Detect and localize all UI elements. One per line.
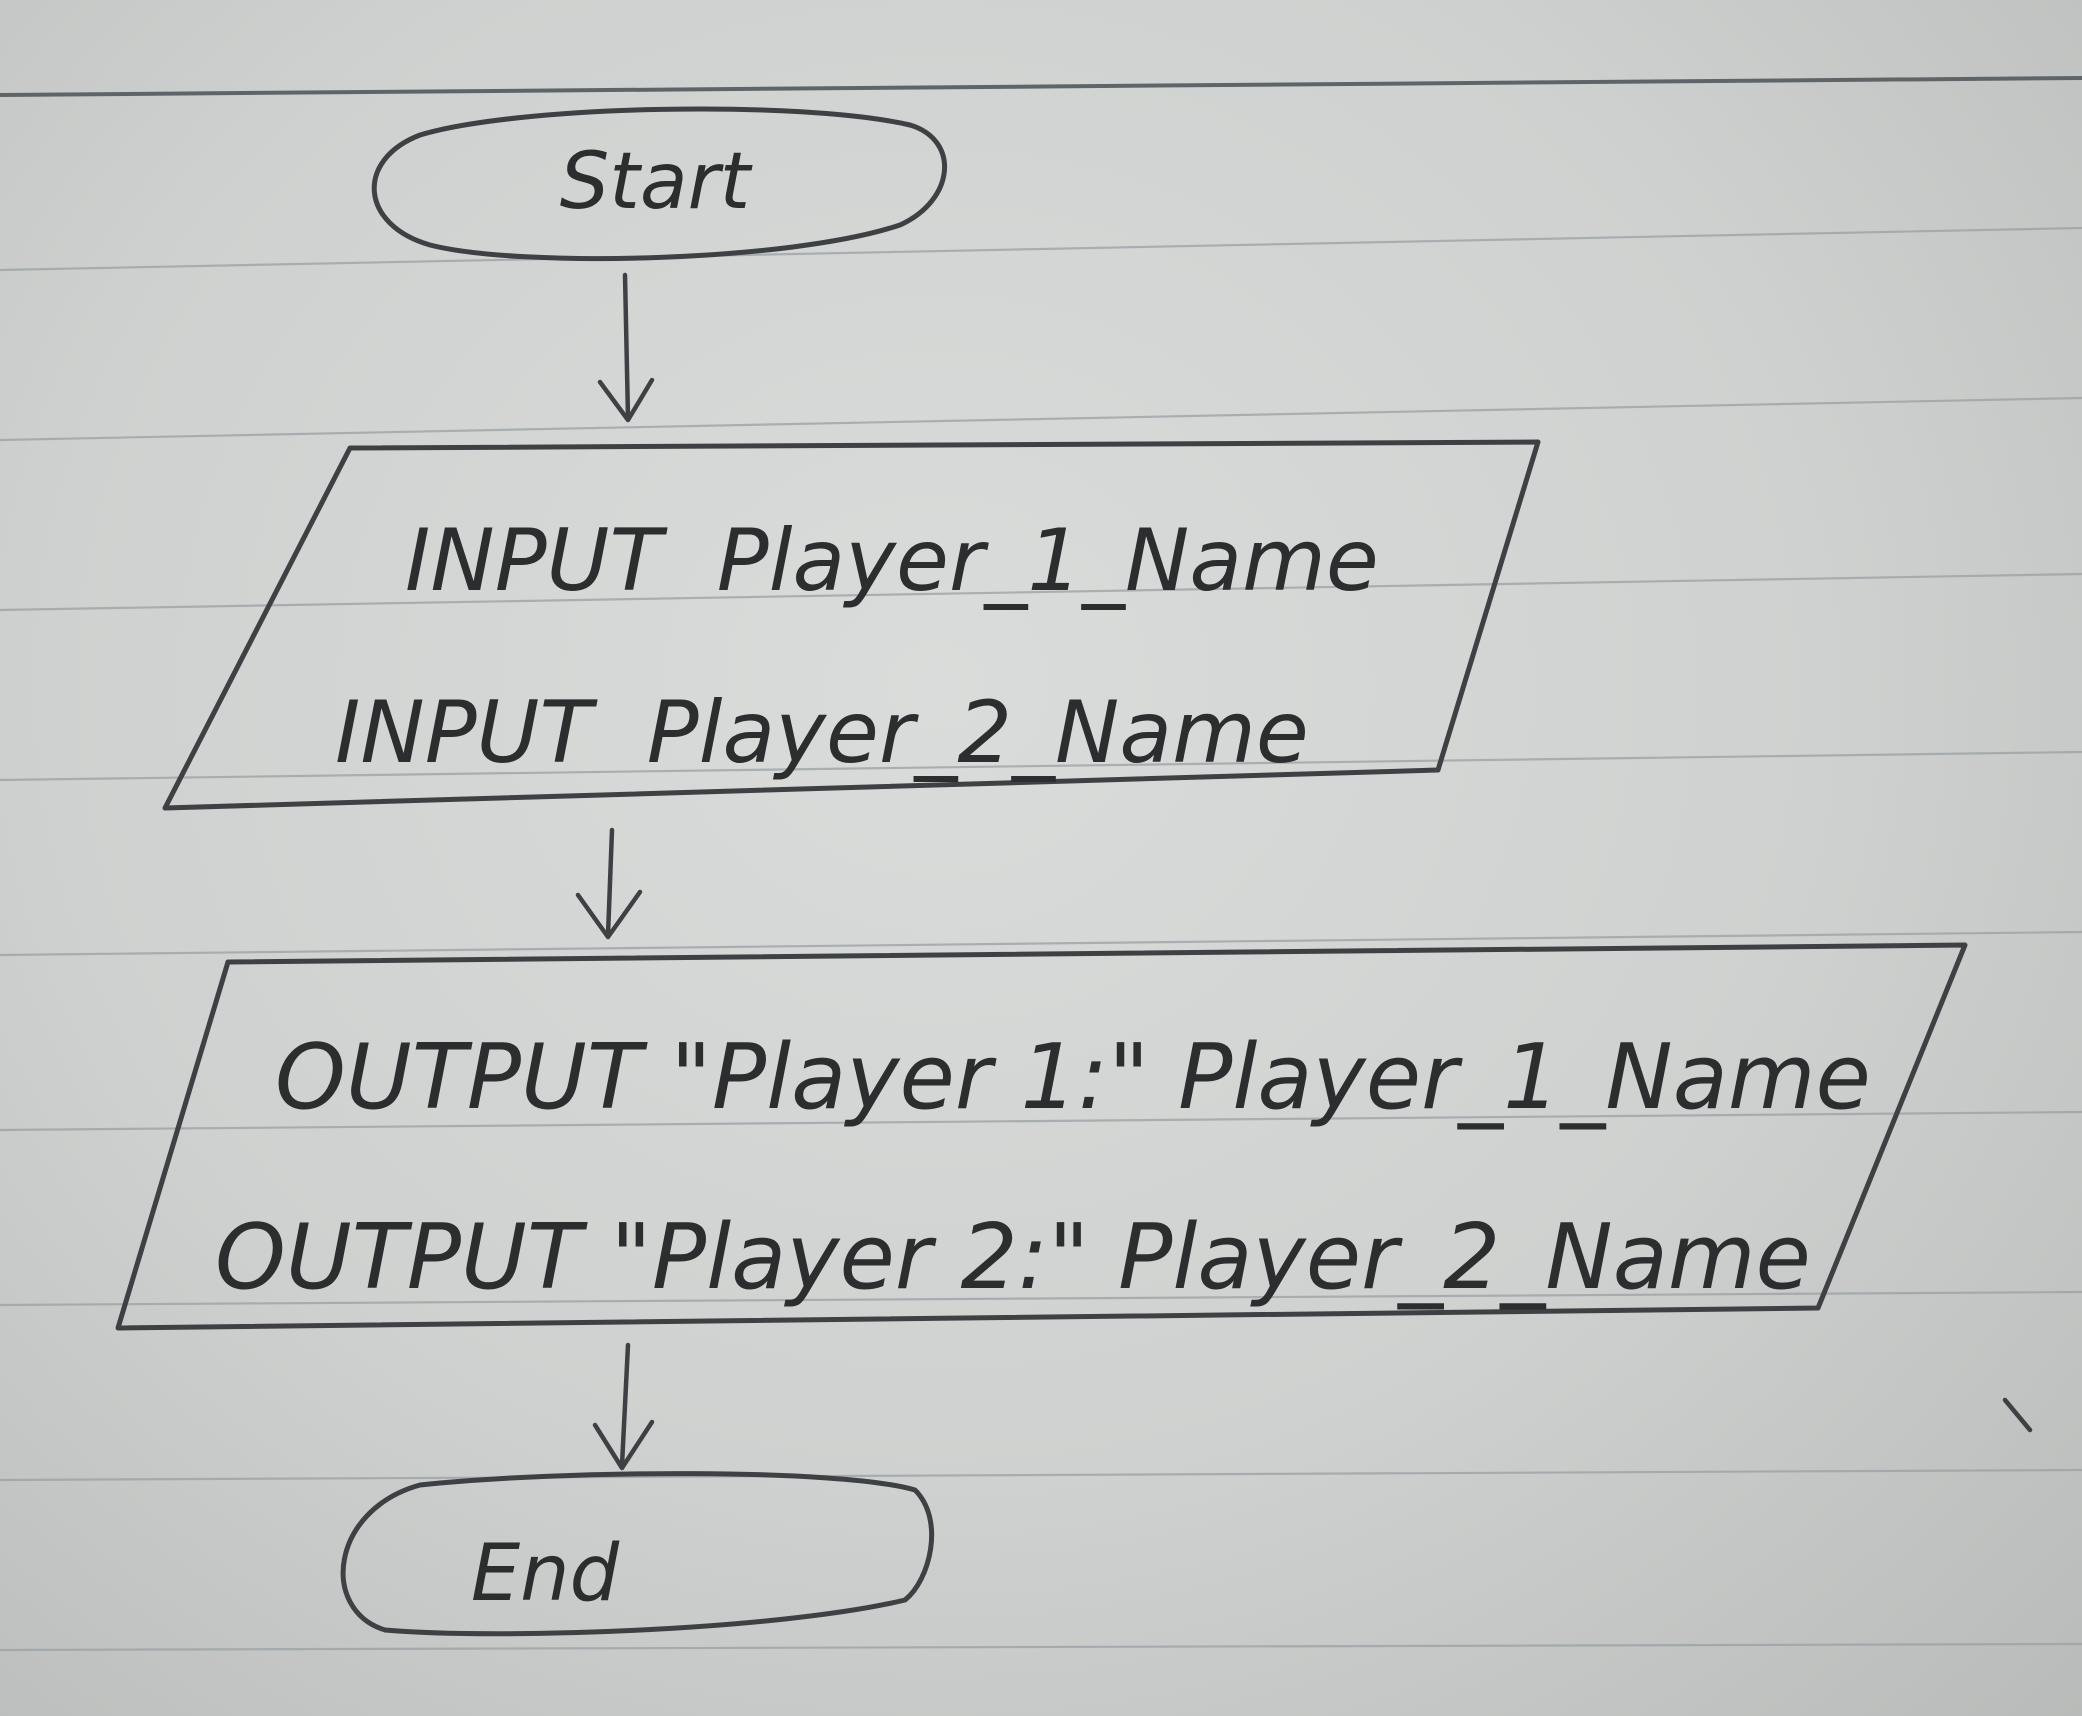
ruled-line [0,930,2082,957]
ruled-line [0,226,2082,272]
arrow-output-to-end [592,1342,655,1471]
arrow-input-to-output [575,827,643,940]
start-terminal-shape [371,106,947,262]
arrow-line [619,1342,631,1468]
end-label: End [471,1529,620,1619]
start-node: Start [371,106,947,262]
arrow-line [622,272,631,421]
arrow-head [592,1419,655,1471]
input-line-2: INPUT Player_2_Name [335,683,1309,783]
top-margin-line [0,76,2082,97]
end-node: End [340,1471,935,1637]
input-node: INPUT Player_1_Name INPUT Player_2_Name [162,439,1541,811]
ruled-line [0,1290,2082,1307]
arrow-start-to-input [597,272,655,423]
input-parallelogram-shape [162,439,1541,811]
stray-mark [2002,1397,2033,1433]
arrow-head [575,889,643,940]
arrow-line [605,827,615,938]
ruled-line [0,1468,2082,1482]
output-parallelogram-shape [115,942,1968,1331]
ruled-line [0,750,2082,782]
ruled-line [0,1642,2082,1652]
end-terminal-shape [340,1471,935,1637]
input-line-1: INPUT Player_1_Name [405,511,1379,611]
ruled-lines [0,76,2082,1652]
start-label: Start [560,137,753,227]
ruled-line [0,1110,2082,1132]
output-line-1: OUTPUT "Player 1:" Player_1_Name [275,1025,1871,1130]
output-line-2: OUTPUT "Player 2:" Player_2_Name [215,1205,1811,1310]
arrow-head [597,377,655,423]
ruled-line [0,396,2082,442]
ruled-line [0,572,2082,612]
output-node: OUTPUT "Player 1:" Player_1_Name OUTPUT … [115,942,1968,1331]
